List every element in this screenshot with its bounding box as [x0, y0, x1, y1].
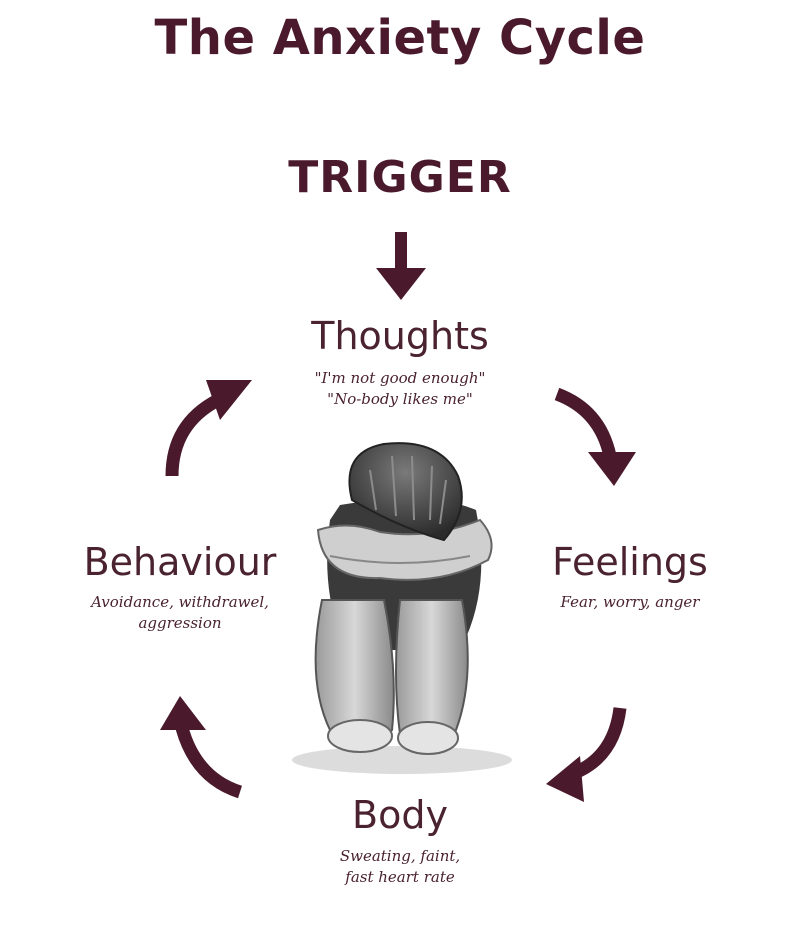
behaviour-examples: Avoidance, withdrawel, aggression [80, 592, 280, 634]
curved-arrow-icon-feelings-to-body [546, 707, 627, 802]
behaviour-example-1: Avoidance, withdrawel, [91, 593, 269, 611]
curved-arrow-icon-thoughts-to-feelings [554, 387, 636, 486]
body-example-1: Sweating, faint, [339, 847, 461, 865]
trigger-down-arrow-icon [376, 232, 426, 300]
diagram-title: The Anxiety Cycle [154, 10, 646, 66]
body-example-2: fast heart rate [345, 868, 455, 886]
thoughts-example-1: "I'm not good enough" [314, 369, 486, 387]
body-examples: Sweating, faint, fast heart rate [300, 846, 500, 888]
feelings-example-1: Fear, worry, anger [560, 593, 700, 611]
thoughts-label: Thoughts [311, 314, 489, 358]
feelings-label: Feelings [552, 540, 708, 584]
thoughts-example-2: "No-body likes me" [327, 390, 473, 408]
body-label: Body [352, 793, 448, 837]
trigger-label: TRIGGER [288, 152, 512, 203]
behaviour-example-2: aggression [138, 614, 222, 632]
thoughts-examples: "I'm not good enough" "No-body likes me" [250, 368, 550, 410]
behaviour-label: Behaviour [83, 540, 277, 584]
curved-arrow-icon-body-to-behaviour [160, 696, 243, 799]
curved-arrow-icon-behaviour-to-thoughts [165, 380, 252, 477]
feelings-examples: Fear, worry, anger [530, 592, 730, 613]
